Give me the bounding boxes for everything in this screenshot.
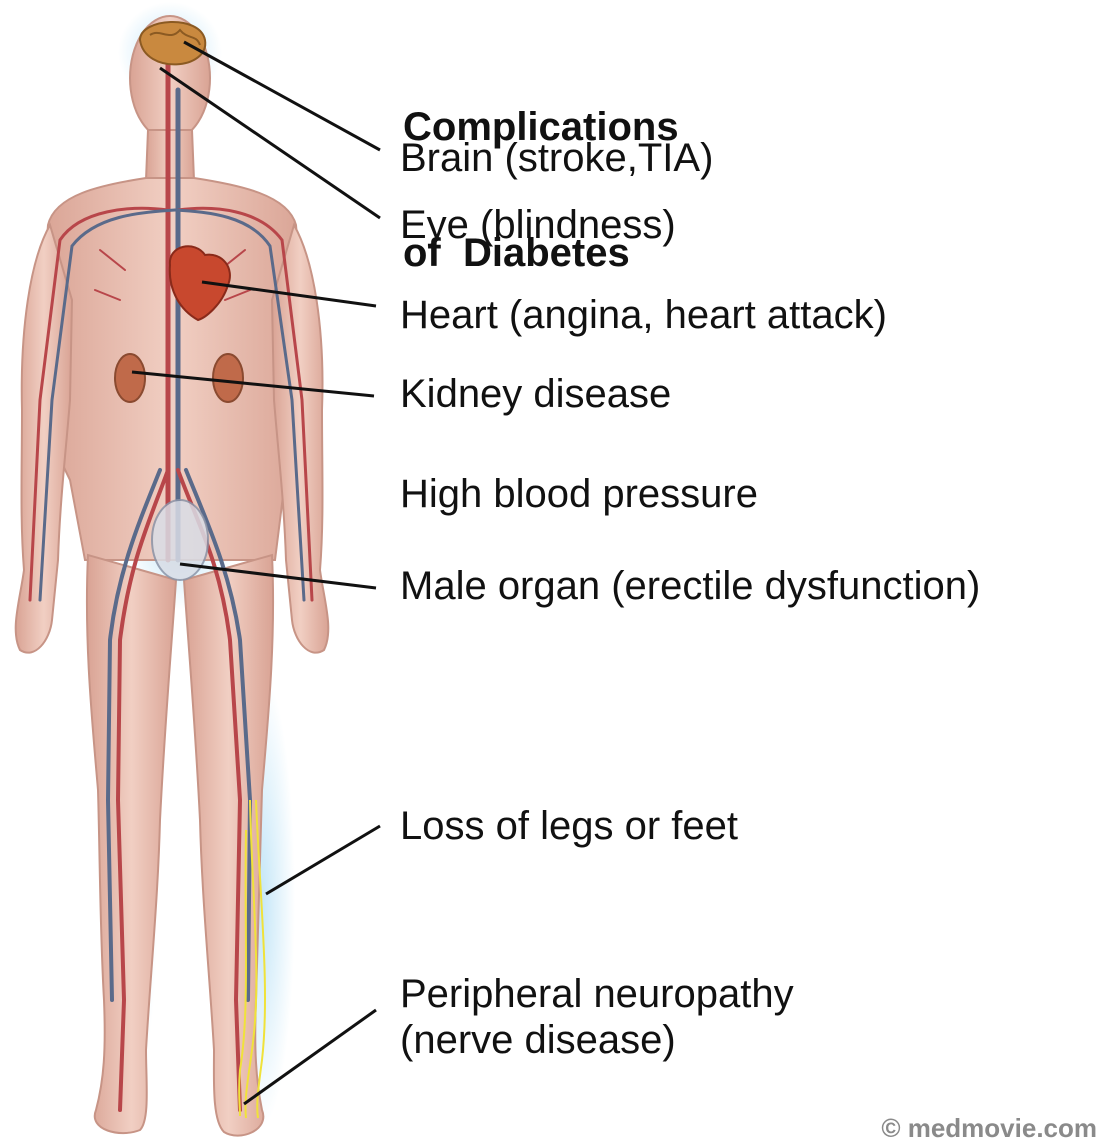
label-heart: Heart (angina, heart attack) <box>400 293 887 337</box>
label-kidney: Kidney disease <box>400 372 671 416</box>
brain-organ <box>140 22 205 64</box>
left-kidney-organ <box>115 354 145 402</box>
label-high-blood-pressure: High blood pressure <box>400 472 758 516</box>
bladder-organ <box>152 500 208 580</box>
label-brain: Brain (stroke,TIA) <box>400 136 713 180</box>
copyright-credit: © medmovie.com <box>881 1113 1097 1144</box>
label-neuropathy-line1: Peripheral neuropathy <box>400 972 794 1016</box>
label-neuropathy-line2: (nerve disease) <box>400 1018 676 1062</box>
label-male-organ: Male organ (erectile dysfunction) <box>400 564 980 608</box>
right-kidney-organ <box>213 354 243 402</box>
label-legs-feet: Loss of legs or feet <box>400 804 738 848</box>
label-eye: Eye (blindness) <box>400 203 676 247</box>
